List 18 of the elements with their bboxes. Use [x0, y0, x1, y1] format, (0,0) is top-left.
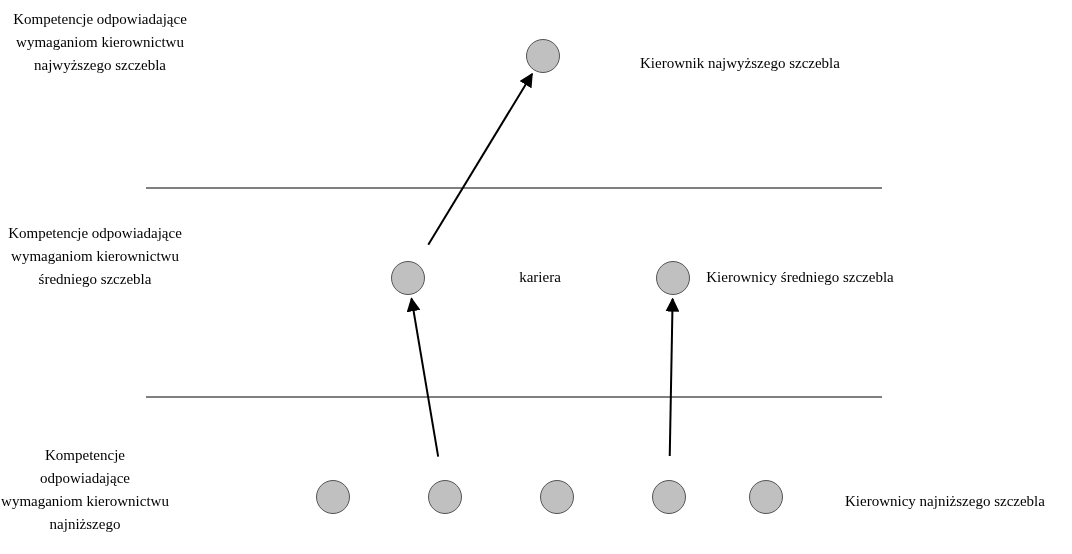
- circle-node: [428, 480, 462, 514]
- level-label: Kierownik najwyższego szczebla: [640, 54, 840, 73]
- arrow: [427, 72, 534, 246]
- circle-node: [391, 261, 425, 295]
- arrow: [665, 297, 680, 457]
- circle-node: [316, 480, 350, 514]
- level-label: Kompetencje odpowiadające wymaganiom kierownictwu średniego szczebla: [7, 224, 183, 289]
- level-label: kariera: [518, 268, 562, 287]
- circle-node: [526, 39, 560, 73]
- circle-node: [656, 261, 690, 295]
- level-label: Kierownicy średniego szczebla: [705, 268, 895, 287]
- level-label: Kompetencje odpowiadające wymaganiom kierownictwu najniższego: [0, 446, 170, 534]
- arrow: [406, 297, 440, 458]
- level-label: Kierownicy najniższego szczebla: [844, 492, 1046, 511]
- circle-node: [540, 480, 574, 514]
- circle-node: [652, 480, 686, 514]
- circle-node: [749, 480, 783, 514]
- level-label: Kompetencje odpowiadające wymaganiom kierownictwu najwyższego szczebla: [12, 10, 188, 75]
